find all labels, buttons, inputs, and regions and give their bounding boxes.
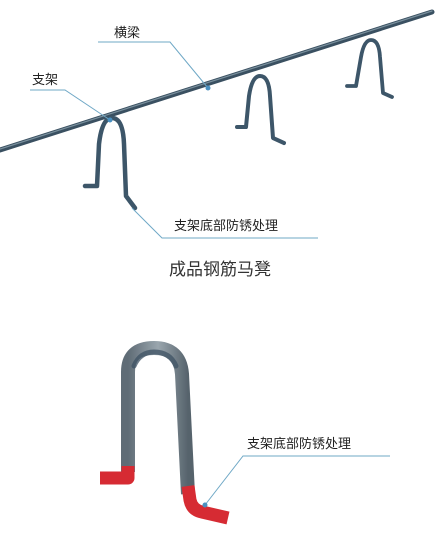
large-support-chair xyxy=(121,341,195,495)
rustproof-bottom-leader-dot xyxy=(202,502,208,508)
support-label: 支架 xyxy=(32,73,58,88)
rustproof-foot-left xyxy=(100,466,135,485)
support-chair-2 xyxy=(235,74,286,145)
support-chair-3 xyxy=(345,38,394,99)
bottom-illustration: 支架底部防锈处理 xyxy=(100,341,390,525)
support-chair-1 xyxy=(82,115,138,211)
rustproof-foot-right xyxy=(181,485,230,525)
large-support-chair-arch-shade xyxy=(131,349,179,369)
rustproof-top-label: 支架底部防锈处理 xyxy=(174,218,278,234)
top-illustration: 横梁 支架 支架底部防锈处理 xyxy=(0,9,435,239)
rustproof-top-leader-line xyxy=(131,207,318,239)
beam-leader-dot xyxy=(205,85,211,91)
crossbeam-bar xyxy=(0,9,435,153)
support-leader-dot xyxy=(107,117,113,123)
beam-label: 横梁 xyxy=(114,26,140,41)
rustproof-bottom-label: 支架底部防锈处理 xyxy=(247,436,351,452)
beam-leader-line xyxy=(98,41,209,89)
support-leader-line xyxy=(30,89,111,121)
rustproof-bottom-leader-line xyxy=(204,455,390,506)
crossbeam-highlight xyxy=(0,10,433,150)
caption: 成品钢筋马凳 xyxy=(169,260,271,280)
